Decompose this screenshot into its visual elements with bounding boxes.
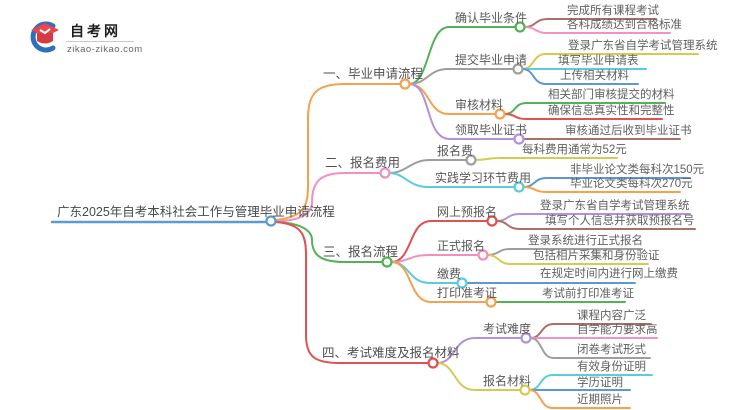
node-circle bbox=[465, 154, 477, 166]
branch-label-registration-flow[interactable]: 三、报名流程 bbox=[323, 245, 399, 259]
node-circle bbox=[519, 384, 531, 396]
connector-line bbox=[408, 68, 514, 85]
leaf-label[interactable]: 在规定时间内进行网上缴费 bbox=[540, 268, 678, 280]
node-circle bbox=[485, 296, 497, 308]
branch-label-difficulty-materials[interactable]: 四、考试难度及报名材料 bbox=[322, 346, 460, 360]
connector-line bbox=[408, 83, 515, 140]
connector-line bbox=[529, 337, 651, 359]
node-circle bbox=[379, 167, 391, 179]
leaf-label[interactable]: 每科费用通常为52元 bbox=[522, 144, 627, 156]
node-circle bbox=[477, 249, 489, 261]
node-circle bbox=[514, 21, 526, 33]
connector-line bbox=[495, 220, 696, 230]
leaf-label[interactable]: 非毕业论文类每科次150元 bbox=[570, 164, 705, 176]
connector-line bbox=[521, 68, 639, 85]
leaf-label[interactable]: 闭卷考试形式 bbox=[577, 344, 646, 356]
site-logo: 自考网 zikao-zikao.com bbox=[26, 17, 146, 57]
node-circle bbox=[513, 133, 525, 145]
subtopic-label[interactable]: 确认毕业条件 bbox=[455, 11, 528, 25]
connector-line bbox=[436, 337, 522, 364]
connector-line bbox=[275, 221, 383, 263]
subtopic-label[interactable]: 缴费 bbox=[437, 267, 462, 281]
leaf-label[interactable]: 登录广东省自学考试管理系统 bbox=[540, 200, 690, 212]
leaf-label[interactable]: 有效身份证明 bbox=[577, 361, 646, 373]
connector-line bbox=[436, 362, 521, 391]
leaf-label[interactable]: 审核通过后收到毕业证书 bbox=[565, 125, 692, 137]
connector-line bbox=[528, 389, 631, 409]
node-circle bbox=[494, 108, 506, 120]
leaf-label[interactable]: 考试前打印准考证 bbox=[542, 288, 634, 300]
graduation-cap-icon bbox=[30, 21, 59, 53]
branch-label-graduation-process[interactable]: 一、毕业申请流程 bbox=[323, 67, 424, 81]
node-circle bbox=[512, 63, 524, 75]
leaf-label[interactable]: 毕业论文类每科次270元 bbox=[570, 178, 693, 190]
logo-divider bbox=[66, 41, 134, 42]
connector-line bbox=[523, 26, 671, 34]
connector-line bbox=[390, 220, 488, 263]
subtopic-label[interactable]: 实践学习环节费用 bbox=[435, 171, 532, 185]
node-circle bbox=[486, 215, 498, 227]
subtopic-label[interactable]: 打印准考证 bbox=[437, 286, 498, 300]
connector-line bbox=[388, 172, 515, 188]
connector-line bbox=[408, 26, 516, 85]
branch-label-registration-fees[interactable]: 二、报名费用 bbox=[325, 156, 401, 170]
connector-line bbox=[522, 186, 681, 193]
leaf-label[interactable]: 上传相关材料 bbox=[560, 70, 629, 82]
connector-line bbox=[275, 221, 429, 364]
leaf-label[interactable]: 自学能力要求高 bbox=[577, 324, 658, 336]
connector-line bbox=[275, 172, 381, 222]
connector-line bbox=[275, 83, 401, 221]
connector-line bbox=[503, 113, 663, 120]
node-circle bbox=[265, 215, 277, 227]
connector-line bbox=[390, 261, 487, 303]
leaf-label[interactable]: 登录广东省自学考试管理系统 bbox=[568, 40, 718, 52]
leaf-label[interactable]: 完成所有课程考试 bbox=[567, 5, 659, 17]
subtopic-label[interactable]: 报名材料 bbox=[483, 374, 532, 388]
leaf-label[interactable]: 相关部门审核提交的材料 bbox=[548, 89, 675, 101]
node-circle bbox=[399, 78, 411, 90]
node-circle bbox=[427, 357, 439, 369]
leaf-label[interactable]: 填写毕业申请表 bbox=[558, 55, 639, 67]
leaf-label[interactable]: 近期照片 bbox=[577, 394, 623, 406]
root-topic-label[interactable]: 广东2025年自考本科社会工作与管理毕业申请流程 bbox=[57, 205, 335, 219]
node-circle bbox=[456, 277, 468, 289]
subtopic-label[interactable]: 领取毕业证书 bbox=[455, 123, 528, 137]
subtopic-label[interactable]: 正式报名 bbox=[437, 239, 486, 253]
leaf-label[interactable]: 包括相片采集和身份验证 bbox=[533, 250, 660, 262]
leaf-label[interactable]: 确保信息真实性和完整性 bbox=[548, 105, 675, 117]
leaf-label[interactable]: 课程内容广泛 bbox=[577, 310, 646, 322]
logo-domain: zikao-zikao.com bbox=[67, 44, 143, 55]
logo-title: 自考网 bbox=[70, 23, 121, 39]
node-circle bbox=[381, 256, 393, 268]
node-circle bbox=[520, 332, 532, 344]
subtopic-label[interactable]: 审核材料 bbox=[455, 98, 504, 112]
connector-line bbox=[486, 254, 649, 265]
leaf-label[interactable]: 学历证明 bbox=[577, 377, 623, 389]
leaf-label[interactable]: 登录系统进行正式报名 bbox=[528, 235, 643, 247]
leaf-label[interactable]: 填写个人信息并获取预报名号 bbox=[545, 215, 695, 227]
leaf-label[interactable]: 各科成绩达到合格标准 bbox=[567, 19, 682, 31]
subtopic-label[interactable]: 报名费 bbox=[437, 144, 474, 158]
subtopic-label[interactable]: 考试难度 bbox=[483, 322, 532, 336]
subtopic-label[interactable]: 提交毕业申请 bbox=[455, 53, 528, 67]
connector-line bbox=[474, 157, 618, 161]
subtopic-label[interactable]: 网上预报名 bbox=[437, 205, 498, 219]
node-circle bbox=[513, 181, 525, 193]
